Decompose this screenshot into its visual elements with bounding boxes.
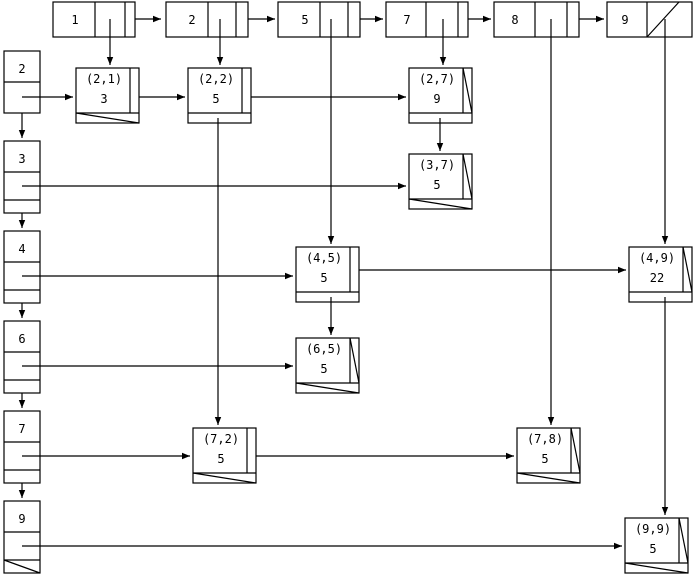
- element-coord: (2,2): [198, 72, 234, 86]
- element-node-7-8: (7,8) 5: [516, 427, 581, 484]
- element-value: 5: [320, 362, 327, 376]
- row-header-label: 6: [18, 332, 25, 346]
- element-node-2-1: (2,1) 3: [75, 67, 140, 124]
- element-node-9-9: (9,9) 5: [624, 517, 689, 574]
- row-header-label: 4: [18, 242, 25, 256]
- element-node-2-7: (2,7) 9: [408, 67, 473, 124]
- column-links: [106, 19, 669, 515]
- element-node-2-2: (2,2) 5: [187, 67, 252, 124]
- row-header-4: 4: [3, 230, 41, 304]
- element-coord: (9,9): [635, 522, 671, 536]
- element-node-3-7: (3,7) 5: [408, 153, 473, 210]
- row-header-9: 9: [3, 500, 41, 574]
- element-coord: (2,1): [86, 72, 122, 86]
- element-coord: (7,8): [527, 432, 563, 446]
- element-coord: (4,5): [306, 251, 342, 265]
- element-value: 5: [217, 452, 224, 466]
- element-coord: (4,9): [639, 251, 675, 265]
- element-value: 5: [541, 452, 548, 466]
- col-header-label: 9: [621, 13, 628, 27]
- col-header-label: 7: [403, 13, 410, 27]
- element-node-7-2: (7,2) 5: [192, 427, 257, 484]
- element-value: 5: [212, 92, 219, 106]
- element-coord: (3,7): [419, 158, 455, 172]
- col-header-1: 1: [52, 1, 136, 38]
- element-value: 5: [649, 542, 656, 556]
- row-header-label: 7: [18, 422, 25, 436]
- row-header-7: 7: [3, 410, 41, 484]
- element-value: 22: [650, 271, 664, 285]
- col-header-label: 8: [511, 13, 518, 27]
- element-value: 5: [433, 178, 440, 192]
- col-header-5: 5: [277, 1, 361, 38]
- row-header-2: 2: [3, 50, 41, 114]
- element-value: 5: [320, 271, 327, 285]
- row-header-label: 9: [18, 512, 25, 526]
- element-value: 9: [433, 92, 440, 106]
- element-node-6-5: (6,5) 5: [295, 337, 360, 394]
- row-header-label: 2: [18, 62, 25, 76]
- null-pointer-slash: [646, 1, 680, 38]
- col-header-label: 5: [301, 13, 308, 27]
- element-coord: (7,2): [203, 432, 239, 446]
- element-value: 3: [100, 92, 107, 106]
- col-header-8: 8: [493, 1, 580, 38]
- col-header-9: 9: [606, 1, 693, 38]
- null-pointer-slash: [3, 559, 41, 574]
- row-header-6: 6: [3, 320, 41, 394]
- col-header-label: 2: [188, 13, 195, 27]
- col-header-label: 1: [71, 13, 78, 27]
- element-coord: (2,7): [419, 72, 455, 86]
- element-node-4-9: (4,9) 22: [628, 246, 693, 303]
- element-coord: (6,5): [306, 342, 342, 356]
- row-header-label: 3: [18, 152, 25, 166]
- row-links: [22, 93, 626, 550]
- col-header-7: 7: [385, 1, 469, 38]
- row-header-3: 3: [3, 140, 41, 214]
- col-header-2: 2: [165, 1, 249, 38]
- element-node-4-5: (4,5) 5: [295, 246, 360, 303]
